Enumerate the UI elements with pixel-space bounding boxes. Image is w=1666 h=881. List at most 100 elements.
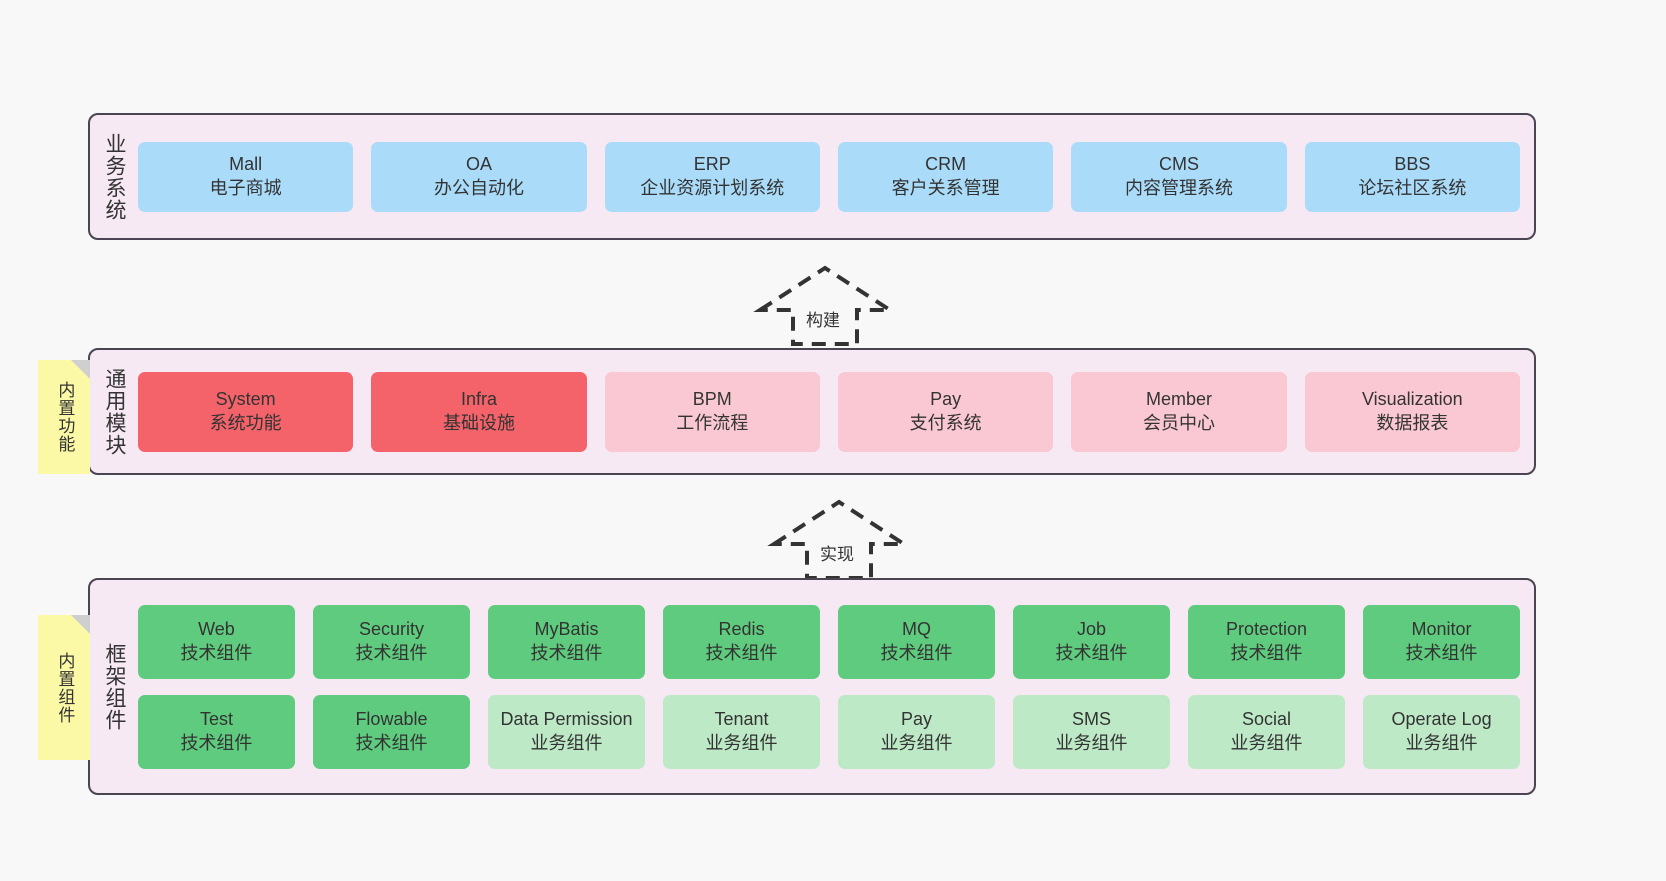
layer-label-common-modules: 通用模块	[102, 367, 126, 456]
card-title: Mall	[229, 154, 263, 175]
card-subtitle: 办公自动化	[433, 177, 524, 198]
card-subtitle: 业务组件	[1405, 732, 1478, 753]
build-arrow-icon	[753, 265, 897, 346]
card-row: Web 技术组件 Security 技术组件 MyBatis 技术组件 Redi…	[137, 604, 1521, 679]
card-erp[interactable]: ERP 企业资源计划系统	[604, 141, 820, 212]
card-subtitle: 业务组件	[1055, 732, 1128, 753]
card-title: Test	[199, 709, 233, 730]
card-subtitle: 基础设施	[442, 412, 515, 433]
card-member[interactable]: Member 会员中心	[1071, 371, 1287, 452]
card-title: Protection	[1226, 619, 1308, 640]
card-sms[interactable]: SMS 业务组件	[1013, 694, 1171, 769]
card-mq[interactable]: MQ 技术组件	[838, 604, 996, 679]
card-subtitle: 技术组件	[1055, 642, 1128, 663]
card-mybatis[interactable]: MyBatis 技术组件	[487, 604, 645, 679]
card-title: Social	[1242, 709, 1292, 730]
layer-body-common-modules: System 系统功能 Infra 基础设施 BPM 工作流程 Pay 支付系统…	[136, 350, 1534, 473]
card-title: Pay	[930, 389, 962, 410]
card-subtitle: 工作流程	[676, 412, 749, 433]
card-system[interactable]: System 系统功能	[137, 371, 354, 452]
card-crm[interactable]: CRM 客户关系管理	[837, 141, 1054, 212]
card-row: Mall 电子商城 OA 办公自动化 ERP 企业资源计划系统 CRM 客户关系…	[137, 141, 1520, 212]
card-title: System	[215, 389, 276, 410]
card-subtitle: 论坛社区系统	[1358, 177, 1467, 198]
card-title: Monitor	[1411, 619, 1472, 640]
card-row: System 系统功能 Infra 基础设施 BPM 工作流程 Pay 支付系统…	[137, 371, 1520, 452]
card-subtitle: 业务组件	[705, 732, 778, 753]
card-pay-module[interactable]: Pay 支付系统	[837, 371, 1054, 452]
card-title: BPM	[692, 389, 732, 410]
layer-body-framework-components: Web 技术组件 Security 技术组件 MyBatis 技术组件 Redi…	[136, 580, 1534, 793]
card-title: Member	[1145, 389, 1212, 410]
card-operate-log[interactable]: Operate Log 业务组件	[1363, 694, 1521, 769]
card-title: Job	[1077, 619, 1107, 640]
card-test[interactable]: Test 技术组件	[137, 694, 295, 769]
card-subtitle: 技术组件	[1230, 642, 1303, 663]
card-title: SMS	[1072, 709, 1112, 730]
connector-build-label: 构建	[806, 311, 840, 330]
card-cms[interactable]: CMS 内容管理系统	[1071, 141, 1287, 212]
note-builtin-component-text: 内置组件	[55, 651, 75, 724]
layer-business-systems[interactable]: 业务系统 Mall 电子商城 OA 办公自动化 ERP 企业资源计划系统 CRM…	[88, 113, 1536, 240]
card-monitor[interactable]: Monitor 技术组件	[1363, 604, 1521, 679]
card-title: Infra	[460, 389, 497, 410]
card-job[interactable]: Job 技术组件	[1013, 604, 1171, 679]
card-redis[interactable]: Redis 技术组件	[662, 604, 820, 679]
card-subtitle: 技术组件	[705, 642, 778, 663]
card-subtitle: 技术组件	[355, 732, 428, 753]
connector-build: 构建	[752, 258, 922, 350]
card-title: Tenant	[714, 709, 769, 730]
card-web[interactable]: Web 技术组件	[137, 604, 295, 679]
card-title: Data Permission	[500, 709, 633, 730]
note-builtin-function[interactable]: 内置功能	[38, 360, 90, 474]
connector-implement: 实现	[766, 492, 936, 584]
card-data-permission[interactable]: Data Permission 业务组件	[487, 694, 645, 769]
card-security[interactable]: Security 技术组件	[312, 604, 470, 679]
card-title: BBS	[1394, 154, 1431, 175]
layer-framework-components[interactable]: 框架组件 Web 技术组件 Security 技术组件 MyBatis 技术组件…	[88, 578, 1536, 795]
card-subtitle: 系统功能	[209, 412, 282, 433]
card-title: Pay	[900, 709, 933, 730]
card-title: ERP	[693, 154, 731, 175]
card-title: Security	[358, 619, 424, 640]
card-flowable[interactable]: Flowable 技术组件	[312, 694, 470, 769]
layer-common-modules[interactable]: 通用模块 System 系统功能 Infra 基础设施 BPM 工作流程 Pay…	[88, 348, 1536, 475]
card-title: Operate Log	[1391, 709, 1492, 730]
card-row: Test 技术组件 Flowable 技术组件 Data Permission …	[137, 694, 1521, 769]
card-subtitle: 技术组件	[180, 732, 253, 753]
card-oa[interactable]: OA 办公自动化	[371, 141, 587, 212]
card-infra[interactable]: Infra 基础设施	[371, 371, 587, 452]
card-tenant[interactable]: Tenant 业务组件	[662, 694, 820, 769]
card-pay-component[interactable]: Pay 业务组件	[838, 694, 996, 769]
card-title: Flowable	[355, 709, 428, 730]
card-subtitle: 业务组件	[880, 732, 953, 753]
card-title: CRM	[925, 154, 967, 175]
card-subtitle: 技术组件	[355, 642, 428, 663]
card-protection[interactable]: Protection 技术组件	[1188, 604, 1346, 679]
card-subtitle: 电子商城	[209, 177, 282, 198]
card-title: MyBatis	[534, 619, 599, 640]
card-social[interactable]: Social 业务组件	[1188, 694, 1346, 769]
card-subtitle: 技术组件	[880, 642, 953, 663]
card-subtitle: 技术组件	[1405, 642, 1478, 663]
card-title: Visualization	[1361, 389, 1463, 410]
layer-body-business-systems: Mall 电子商城 OA 办公自动化 ERP 企业资源计划系统 CRM 客户关系…	[136, 115, 1534, 238]
card-subtitle: 数据报表	[1376, 412, 1449, 433]
card-title: OA	[465, 154, 492, 175]
card-title: CMS	[1158, 154, 1199, 175]
card-mall[interactable]: Mall 电子商城	[137, 141, 354, 212]
card-subtitle: 客户关系管理	[891, 177, 1000, 198]
layer-label-framework-components: 框架组件	[102, 642, 126, 731]
note-fold-icon	[71, 615, 90, 634]
card-subtitle: 业务组件	[530, 732, 603, 753]
card-title: Redis	[718, 619, 765, 640]
card-visualization[interactable]: Visualization 数据报表	[1304, 371, 1520, 452]
note-builtin-function-text: 内置功能	[55, 381, 75, 453]
card-subtitle: 企业资源计划系统	[640, 177, 785, 198]
note-builtin-component[interactable]: 内置组件	[38, 615, 90, 760]
card-bpm[interactable]: BPM 工作流程	[604, 371, 820, 452]
implement-arrow-icon	[767, 499, 911, 580]
card-bbs[interactable]: BBS 论坛社区系统	[1304, 141, 1520, 212]
layer-label-business-systems: 业务系统	[102, 132, 126, 221]
